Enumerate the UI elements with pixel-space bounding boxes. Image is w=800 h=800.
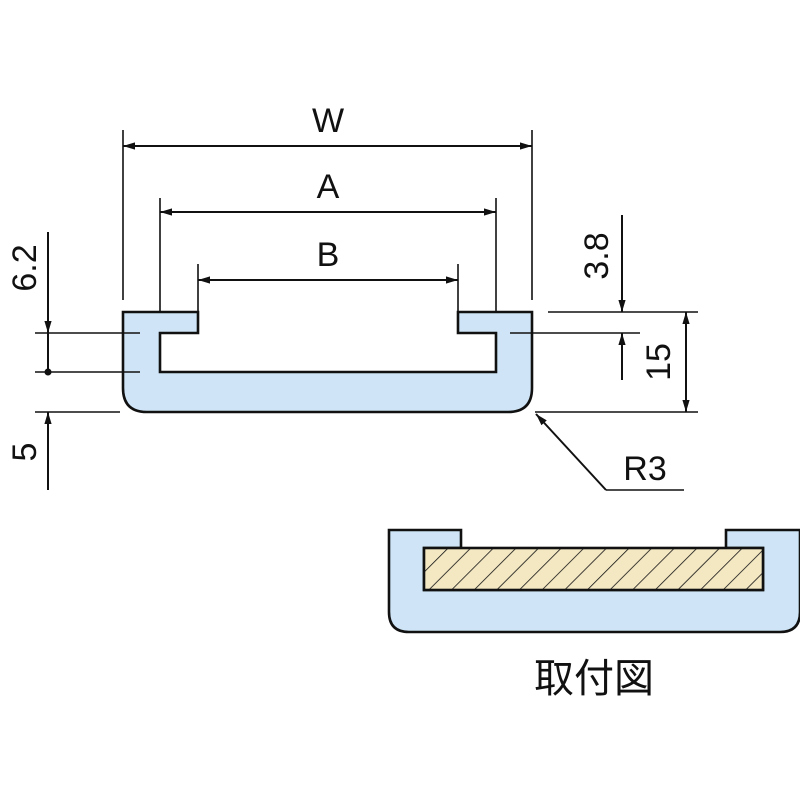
label-5: 5	[6, 443, 44, 462]
mounted-plate-hatch	[422, 546, 765, 592]
label-a: A	[317, 168, 340, 206]
label-w: W	[312, 102, 344, 140]
label-6-2: 6.2	[6, 244, 44, 291]
label-b: B	[317, 236, 340, 274]
leader-r3	[535, 413, 607, 491]
dim-dot	[44, 368, 52, 376]
label-3-8: 3.8	[578, 232, 616, 279]
label-15: 15	[640, 343, 678, 381]
label-r3: R3	[623, 450, 666, 488]
caption-mounting: 取付図	[534, 656, 654, 702]
profile-section	[121, 310, 534, 414]
